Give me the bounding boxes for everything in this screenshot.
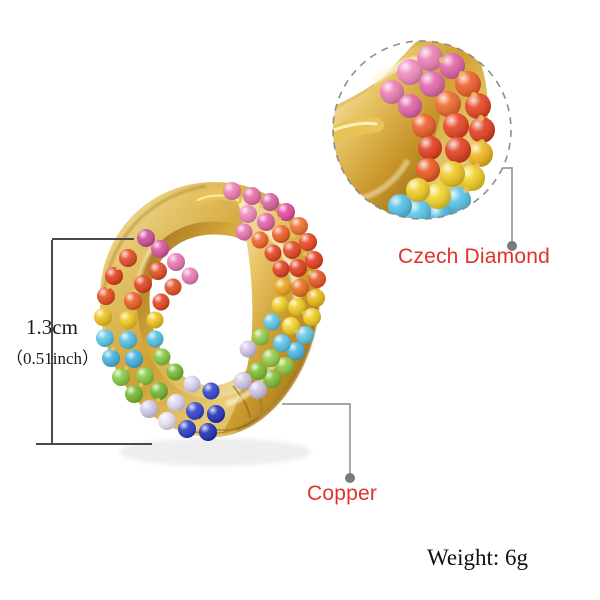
gem-row-outer [243, 187, 326, 399]
gem-row-inner [146, 223, 292, 400]
dimension-value-inch: （0.51inch） [5, 349, 100, 368]
dimension-value-cm: 1.3cm [26, 315, 78, 339]
gem-row-outer-left [94, 182, 241, 441]
detail-magnifier [332, 40, 512, 220]
weight-label: Weight: 6g [427, 545, 528, 570]
callout-label-czech-diamond: Czech Diamond [398, 245, 550, 268]
detail-gem-row-middle [397, 59, 471, 219]
detail-gem-row-outer [417, 45, 495, 219]
gem-row-middle [119, 205, 309, 423]
prong-beads [100, 203, 313, 424]
pave-stone-rows [94, 182, 326, 441]
callout-label-copper: Copper [307, 482, 378, 505]
callout-leader-copper [282, 403, 355, 483]
detail-gem-row-inner [380, 80, 442, 218]
dimension-line-height [36, 238, 152, 445]
